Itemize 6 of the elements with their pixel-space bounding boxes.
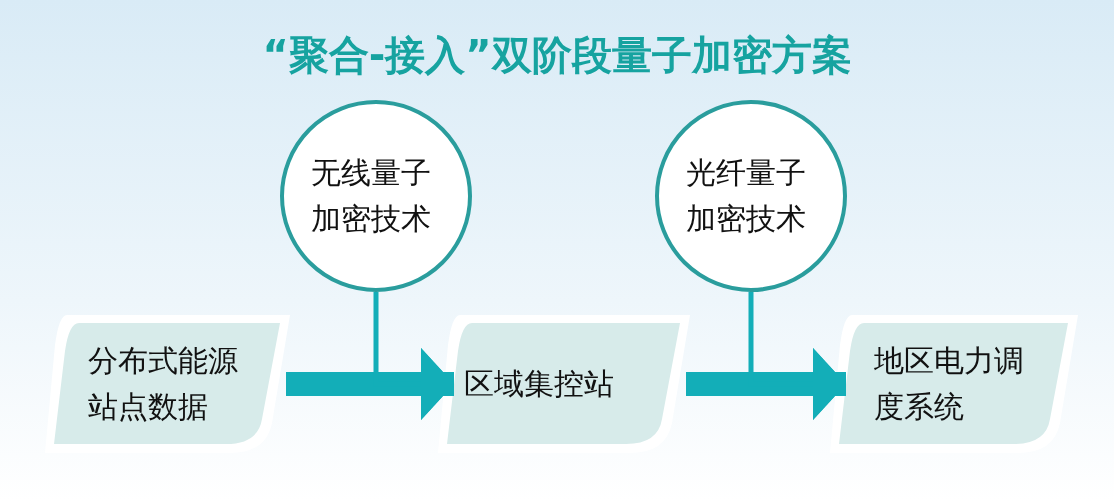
node-label: 分布式能源站点数据 xyxy=(87,342,239,426)
node-label: 区域集控站 xyxy=(464,365,615,403)
node-label: 光纤量子加密技术 xyxy=(686,154,807,238)
title: “聚合-接入”双阶段量子加密方案 xyxy=(261,31,853,80)
node-label: 无线量子加密技术 xyxy=(311,154,432,238)
node-label: 地区电力调度系统 xyxy=(874,342,1025,426)
